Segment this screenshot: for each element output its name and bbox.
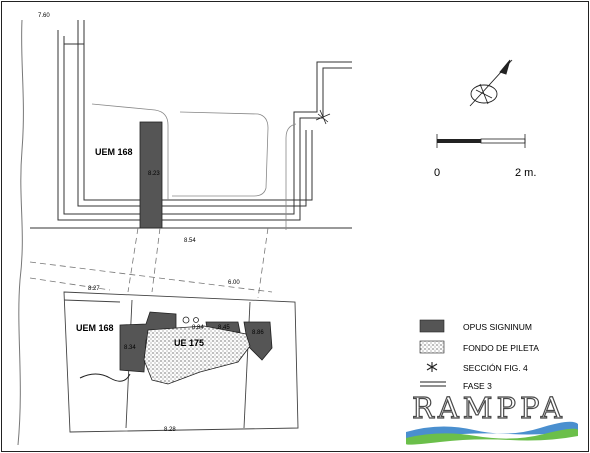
elevation-7-60: 7.60 xyxy=(38,13,50,19)
elevation-8-84: 8.84 xyxy=(192,325,204,331)
scale-start-label: 0 xyxy=(434,167,440,179)
scale-end-label: 2 m. xyxy=(515,167,536,179)
scale-bar: 0 2 m. xyxy=(434,134,536,179)
legend-label-pileta: FONDO DE PILETA xyxy=(463,343,539,353)
fondo-de-pileta-area xyxy=(143,325,251,385)
elevation-6-00: 6.00 xyxy=(228,280,240,286)
uem-168-label-top: UEM 168 xyxy=(95,147,133,157)
elevation-8-28: 8.28 xyxy=(164,427,176,433)
elevation-8-34: 8.34 xyxy=(124,345,136,351)
elevation-8-86: 8.86 xyxy=(252,330,264,336)
opus-signinum-top xyxy=(139,121,163,229)
elevation-8-27: 8.27 xyxy=(88,286,100,292)
logo-wave-green xyxy=(406,428,578,445)
rampa-logo: RAMPPA xyxy=(406,390,578,445)
legend-label-fase: FASE 3 xyxy=(463,381,492,391)
scale-bar-filled xyxy=(437,139,481,143)
legend-star-icon xyxy=(426,362,438,372)
legend-swatch-opus xyxy=(419,319,445,333)
legend-swatch-pileta xyxy=(419,340,445,354)
profile-line xyxy=(79,373,131,382)
elevation-8-23: 8.23 xyxy=(148,171,160,177)
elevation-8-45: 8.45 xyxy=(218,325,230,331)
legend-label-seccion: SECCIÓN FIG. 4 xyxy=(463,363,528,373)
section-markers xyxy=(182,109,331,324)
scale-bar-empty xyxy=(480,138,526,144)
logo-text: RAMPPA xyxy=(412,391,566,425)
legend: OPUS SIGNINUM FONDO DE PILETA SECCIÓN FI… xyxy=(419,319,539,391)
dashed-connectors xyxy=(29,227,273,299)
upper-room-outlines xyxy=(91,103,297,230)
uem-168-label-bottom: UEM 168 xyxy=(76,323,114,333)
upper-wall-outline xyxy=(30,20,352,229)
elevation-8-54: 8.54 xyxy=(184,238,196,244)
ue-175-label: UE 175 xyxy=(174,338,204,348)
legend-label-opus: OPUS SIGNINUM xyxy=(463,322,532,332)
left-boundary-line xyxy=(17,19,24,446)
legend-double-line-icon xyxy=(420,381,446,387)
north-arrow-icon xyxy=(469,59,513,107)
